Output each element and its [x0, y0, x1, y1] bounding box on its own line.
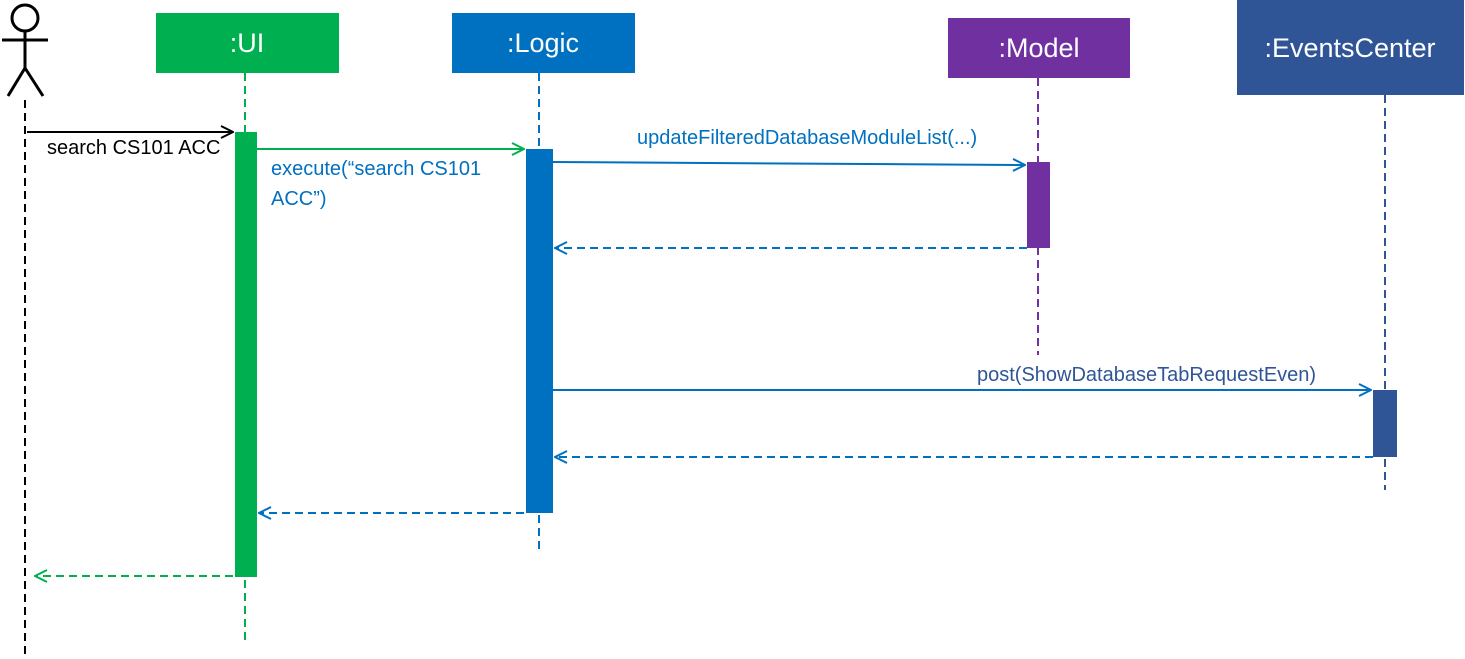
- participant-events-center: :EventsCenter: [1237, 0, 1464, 95]
- participant-logic-label: :Logic: [507, 28, 579, 58]
- model-activation-bar: [1027, 162, 1050, 248]
- message-label-execute-line2: ACC”): [271, 188, 327, 210]
- message-label-execute-line1: execute(“search CS101: [271, 158, 481, 180]
- participant-model-label: :Model: [998, 33, 1079, 63]
- message-label-update-filtered: updateFilteredDatabaseModuleList(...): [637, 127, 977, 149]
- message-arrow-update-filtered: [552, 162, 1025, 165]
- participant-logic: :Logic: [452, 13, 635, 73]
- logic-activation-bar: [526, 149, 553, 513]
- ui-activation-bar: [235, 132, 257, 577]
- participant-model: :Model: [948, 18, 1130, 78]
- message-label-search: search CS101 ACC: [47, 137, 220, 159]
- events-activation-bar: [1373, 390, 1397, 457]
- message-label-post: post(ShowDatabaseTabRequestEven): [977, 364, 1316, 386]
- participant-ui: :UI: [156, 13, 339, 73]
- participant-events-center-label: :EventsCenter: [1264, 33, 1435, 63]
- actor-stick-figure-icon: [2, 3, 48, 97]
- participant-ui-label: :UI: [230, 28, 265, 58]
